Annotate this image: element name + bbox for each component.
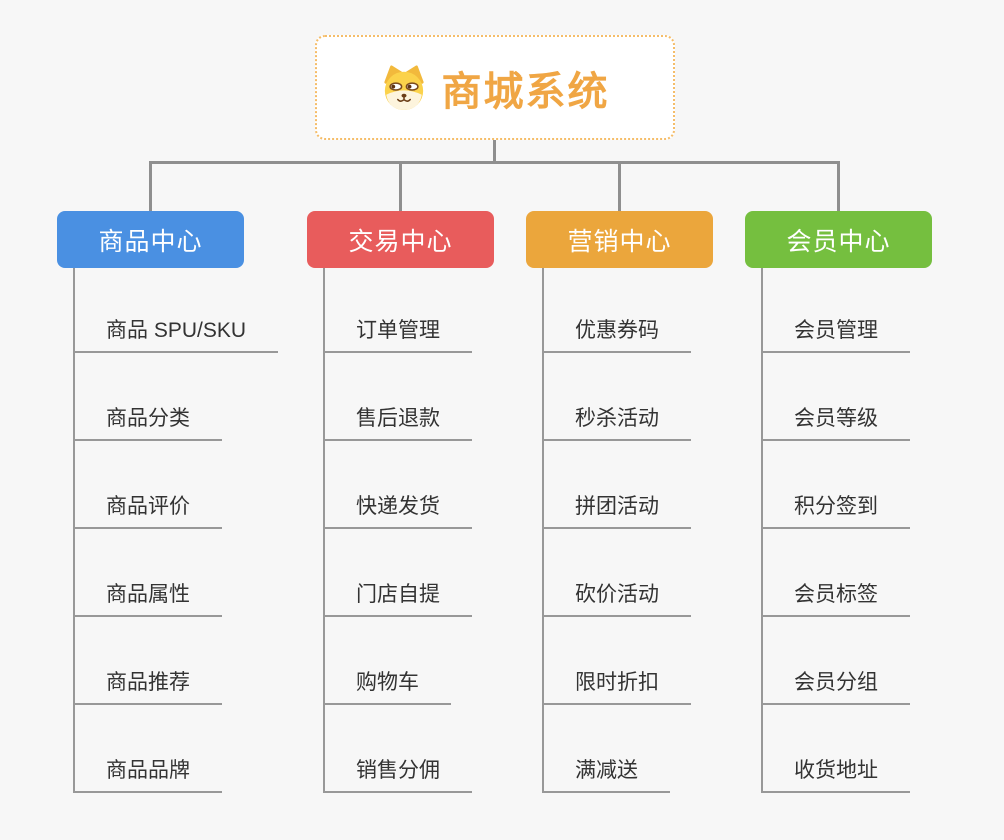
child-topic[interactable]: 商品品牌: [75, 705, 302, 793]
child-topic[interactable]: 秒杀活动: [544, 353, 771, 441]
child-topic[interactable]: 商品 SPU/SKU: [75, 268, 302, 353]
child-topic-label: 积分签到: [763, 490, 910, 529]
child-topic-label: 优惠券码: [544, 314, 691, 353]
branch-column-4: 会员中心会员管理会员等级积分签到会员标签会员分组收货地址: [745, 211, 990, 793]
child-topic[interactable]: 销售分佣: [325, 705, 552, 793]
branch-node[interactable]: 营销中心: [526, 211, 713, 268]
child-topic[interactable]: 会员管理: [763, 268, 990, 353]
child-topic[interactable]: 拼团活动: [544, 441, 771, 529]
branch-column-3: 营销中心优惠券码秒杀活动拼团活动砍价活动限时折扣满减送: [526, 211, 771, 793]
child-topic[interactable]: 商品评价: [75, 441, 302, 529]
child-topic[interactable]: 优惠券码: [544, 268, 771, 353]
child-topic[interactable]: 快递发货: [325, 441, 552, 529]
child-topic-label: 会员管理: [763, 314, 910, 353]
child-topic-label: 商品评价: [75, 490, 222, 529]
child-topic[interactable]: 会员分组: [763, 617, 990, 705]
child-topic-label: 销售分佣: [325, 754, 472, 793]
child-topic-label: 收货地址: [763, 754, 910, 793]
child-topic-label: 会员分组: [763, 666, 910, 705]
connector-drop-stub-3: [618, 164, 621, 211]
child-topic-label: 商品推荐: [75, 666, 222, 705]
child-topic[interactable]: 购物车: [325, 617, 552, 705]
child-topic-label: 限时折扣: [544, 666, 691, 705]
root-topic[interactable]: 商城系统: [315, 35, 675, 140]
child-topic-label: 快递发货: [325, 490, 472, 529]
child-topic-label: 会员标签: [763, 578, 910, 617]
child-topic-label: 秒杀活动: [544, 402, 691, 441]
child-topic-label: 订单管理: [325, 314, 472, 353]
root-topic-label: 商城系统: [441, 69, 610, 114]
child-topic[interactable]: 售后退款: [325, 353, 552, 441]
child-topic[interactable]: 门店自提: [325, 529, 552, 617]
child-topic[interactable]: 会员等级: [763, 353, 990, 441]
child-topic-label: 满减送: [544, 754, 670, 793]
connector-drop-stub-4: [837, 164, 840, 211]
child-topic-label: 商品 SPU/SKU: [75, 314, 279, 353]
child-topic-label: 砍价活动: [544, 578, 691, 617]
child-topic-label: 会员等级: [763, 402, 910, 441]
child-topic-label: 购物车: [325, 666, 451, 705]
child-topic-label: 售后退款: [325, 402, 472, 441]
connector-drop-stub-2: [399, 164, 402, 211]
branch-column-1: 商品中心商品 SPU/SKU 商品分类商品评价商品属性商品推荐商品品牌: [57, 211, 302, 793]
branch-column-2: 交易中心订单管理售后退款快递发货门店自提购物车销售分佣: [307, 211, 552, 793]
child-topic-label: 商品分类: [75, 402, 222, 441]
child-topic[interactable]: 商品推荐: [75, 617, 302, 705]
branch-node[interactable]: 交易中心: [307, 211, 494, 268]
children-list: 优惠券码秒杀活动拼团活动砍价活动限时折扣满减送: [542, 268, 771, 793]
child-topic[interactable]: 砍价活动: [544, 529, 771, 617]
child-topic[interactable]: 会员标签: [763, 529, 990, 617]
child-topic[interactable]: 限时折扣: [544, 617, 771, 705]
connector-root-stub: [493, 140, 496, 162]
child-topic[interactable]: 订单管理: [325, 268, 552, 353]
child-topic[interactable]: 积分签到: [763, 441, 990, 529]
children-list: 会员管理会员等级积分签到会员标签会员分组收货地址: [761, 268, 990, 793]
child-topic-label: 门店自提: [325, 578, 472, 617]
child-topic[interactable]: 商品分类: [75, 353, 302, 441]
child-topic[interactable]: 满减送: [544, 705, 771, 793]
connector-drop-stub-1: [149, 164, 152, 211]
connector-bus-line: [149, 161, 840, 164]
child-topic-label: 商品品牌: [75, 754, 222, 793]
children-list: 商品 SPU/SKU 商品分类商品评价商品属性商品推荐商品品牌: [73, 268, 302, 793]
dog-face-icon: [383, 64, 424, 110]
branch-node[interactable]: 会员中心: [745, 211, 932, 268]
child-topic[interactable]: 商品属性: [75, 529, 302, 617]
child-topic-label: 商品属性: [75, 578, 222, 617]
branch-node[interactable]: 商品中心: [57, 211, 244, 268]
child-topic-label: 拼团活动: [544, 490, 691, 529]
children-list: 订单管理售后退款快递发货门店自提购物车销售分佣: [323, 268, 552, 793]
child-topic[interactable]: 收货地址: [763, 705, 990, 793]
